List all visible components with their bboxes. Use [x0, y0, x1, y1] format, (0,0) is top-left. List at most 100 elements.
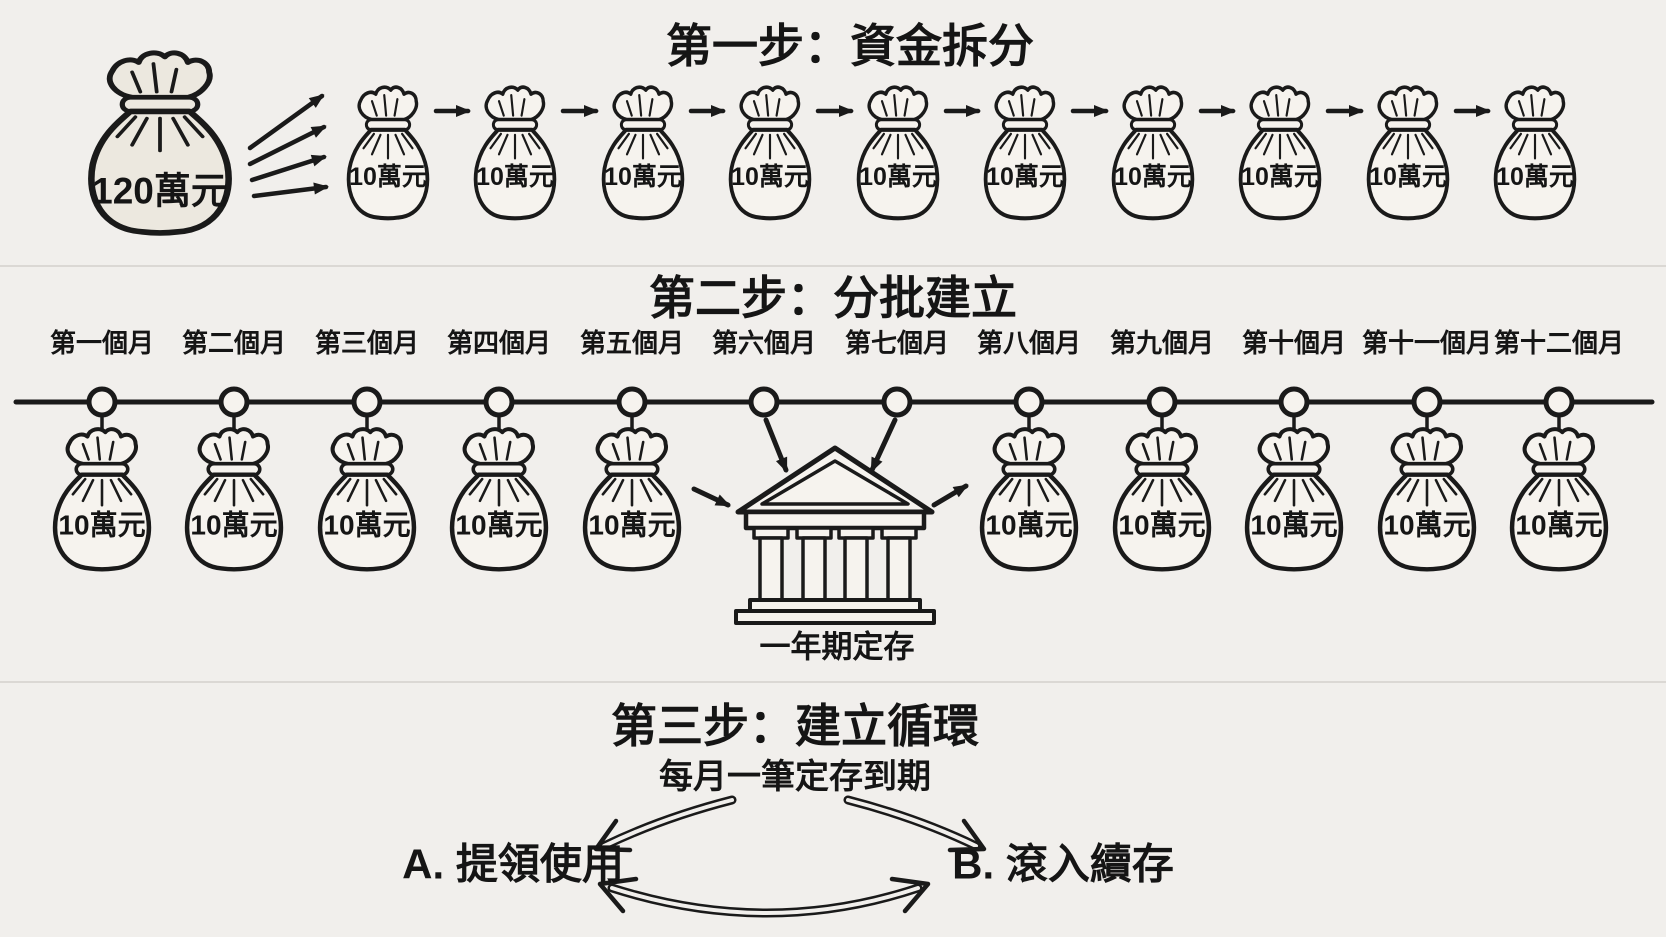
bag-amount: 10萬元: [58, 510, 145, 541]
bag-amount: 10萬元: [588, 510, 675, 541]
month-label-9: 第九個月: [1110, 328, 1214, 358]
money-bag-icon: [1241, 87, 1320, 218]
money-bag-icon: [731, 87, 810, 218]
month-marker: [881, 386, 913, 418]
month-label-3: 第三個月: [315, 328, 419, 358]
option-a-label: A. 提領使用: [402, 841, 624, 888]
step3-title: 第三步：建立循環: [611, 700, 979, 752]
bag-amount: 10萬元: [1515, 510, 1602, 541]
money-bag-icon: [986, 87, 1065, 218]
split-bag-7: 10萬元: [1114, 87, 1193, 218]
bag-amount: 10萬元: [1250, 510, 1337, 541]
money-bag-icon: [187, 429, 281, 569]
money-bag-icon: [1369, 87, 1448, 218]
month-label-7: 第七個月: [845, 328, 949, 358]
deposit-bag-m1: 10萬元: [55, 429, 149, 569]
bag-amount: 10萬元: [190, 510, 277, 541]
deposit-bag-m3: 10萬元: [320, 429, 414, 569]
bank-icon: [734, 445, 936, 625]
bag-amount: 10萬元: [604, 163, 682, 191]
money-bag-icon: [585, 429, 679, 569]
money-bag-icon: [1380, 429, 1474, 569]
bag-amount: 10萬元: [1118, 510, 1205, 541]
split-bag-6: 10萬元: [986, 87, 1065, 218]
step1-title: 第一步：資金拆分: [666, 20, 1034, 72]
bag-amount: 10萬元: [985, 510, 1072, 541]
step3-subtitle: 每月一筆定存到期: [659, 758, 931, 796]
cycle-arrow-left-icon: [593, 795, 737, 853]
split-arrows-icon: [247, 93, 329, 199]
month-marker: [616, 386, 648, 418]
step2-title: 第二步：分批建立: [649, 272, 1017, 324]
bag-amount: 10萬元: [1369, 163, 1447, 191]
bag-amount: 10萬元: [1383, 510, 1470, 541]
money-bag-icon: [1114, 87, 1193, 218]
month-label-1: 第一個月: [50, 328, 154, 358]
bag-amount: 10萬元: [731, 163, 809, 191]
bag-amount: 10萬元: [986, 163, 1064, 191]
bag-amount: 10萬元: [1114, 163, 1192, 191]
deposit-bag-m5: 10萬元: [585, 429, 679, 569]
bag-amount: 10萬元: [859, 163, 937, 191]
month-label-2: 第二個月: [182, 328, 286, 358]
month-marker: [483, 386, 515, 418]
month-marker: [1013, 386, 1045, 418]
money-bag-icon: [55, 429, 149, 569]
split-bag-3: 10萬元: [604, 87, 683, 218]
money-bag-icon: [982, 429, 1076, 569]
money-bag-icon: [452, 429, 546, 569]
deposit-bag-m2: 10萬元: [187, 429, 281, 569]
month-marker: [1278, 386, 1310, 418]
bag-amount: 10萬元: [349, 163, 427, 191]
bank-columns: [752, 526, 918, 602]
money-bag-icon: [604, 87, 683, 218]
bag-amount: 10萬元: [476, 163, 554, 191]
split-bag-2: 10萬元: [476, 87, 555, 218]
cycle-arrow-bottom-icon: [597, 876, 931, 918]
money-bag-icon: [349, 87, 428, 218]
month-marker: [748, 386, 780, 418]
deposit-bag-m12: 10萬元: [1512, 429, 1606, 569]
to-bank-arrows-icon: [691, 417, 969, 508]
deposit-bag-m9: 10萬元: [1115, 429, 1209, 569]
money-bag-icon: [476, 87, 555, 218]
option-b-label: B. 滾入續存: [952, 841, 1174, 888]
split-bag-8: 10萬元: [1241, 87, 1320, 218]
split-bag-9: 10萬元: [1369, 87, 1448, 218]
money-bag-icon: [1115, 429, 1209, 569]
month-label-5: 第五個月: [580, 328, 684, 358]
bag-amount: 10萬元: [455, 510, 542, 541]
money-bag-icon: [1496, 87, 1575, 218]
bag-amount: 10萬元: [1241, 163, 1319, 191]
step3-section: 第三步：建立循環 每月一筆定存到期 A. 提領使用 B. 滾入續存: [402, 700, 1174, 918]
month-marker: [86, 386, 118, 418]
timeline: [13, 386, 1655, 434]
month-label-4: 第四個月: [447, 328, 551, 358]
money-bag-icon: [1512, 429, 1606, 569]
step1-section: 第一步：資金拆分 120萬元 10萬元 10萬元 10萬元 10萬元 10萬元 …: [91, 20, 1574, 233]
deposit-bag-m4: 10萬元: [452, 429, 546, 569]
cycle-arrow-right-icon: [843, 795, 987, 853]
money-bag-icon: [320, 429, 414, 569]
split-bag-5: 10萬元: [859, 87, 938, 218]
month-label-8: 第八個月: [977, 328, 1081, 358]
month-label-12: 第十二個月: [1494, 328, 1624, 358]
deposit-bag-m8: 10萬元: [982, 429, 1076, 569]
split-bag-10: 10萬元: [1496, 87, 1575, 218]
deposit-bag-m10: 10萬元: [1247, 429, 1341, 569]
money-bag-icon: [1247, 429, 1341, 569]
step2-section: 第二步：分批建立 第一個月 第二個月 第三個月 第四個月 第五個月 第六個月 第…: [13, 272, 1655, 665]
month-marker: [351, 386, 383, 418]
money-bag-icon: [859, 87, 938, 218]
bag-amount: 10萬元: [1496, 163, 1574, 191]
source-bag-amount: 120萬元: [92, 171, 228, 212]
month-label-11: 第十一個月: [1362, 328, 1492, 358]
month-label-10: 第十個月: [1242, 328, 1346, 358]
month-label-6: 第六個月: [712, 328, 816, 358]
bank-label: 一年期定存: [760, 630, 915, 665]
month-marker: [1146, 386, 1178, 418]
month-marker: [218, 386, 250, 418]
split-bag-1: 10萬元: [349, 87, 428, 218]
